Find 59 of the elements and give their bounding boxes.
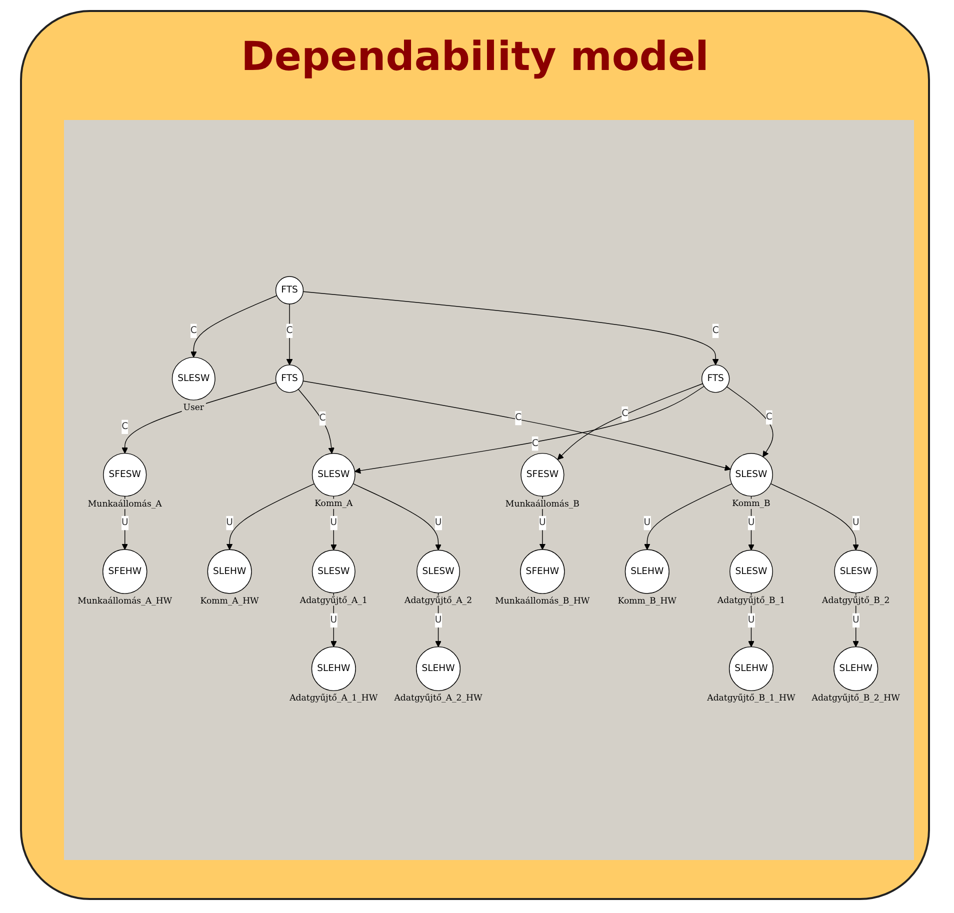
edge-label: U xyxy=(330,613,338,628)
node-label: SFESW xyxy=(526,468,559,482)
node-caption: User xyxy=(183,403,204,414)
node-caption: Munkaállomás_A_HW xyxy=(78,596,172,607)
node-label: SLEHW xyxy=(630,565,664,579)
edge-label: C xyxy=(286,324,293,338)
edge-label: U xyxy=(330,516,338,530)
node-label: SLEHW xyxy=(734,662,768,676)
edge-label: C xyxy=(532,436,538,450)
node-caption: Komm_A_HW xyxy=(200,596,259,606)
node-label: FTS xyxy=(281,372,298,386)
edge-label: U xyxy=(852,516,860,530)
node-caption: Adatgyűjtő_A_1 xyxy=(300,596,368,606)
edge-label: C xyxy=(319,411,326,426)
node-label: SLESW xyxy=(840,565,872,579)
edge-label: U xyxy=(121,516,128,530)
edge-label: U xyxy=(539,516,546,530)
node-caption: Adatgyűjtő_B_1_HW xyxy=(707,694,796,704)
node-caption: Adatgyűjtő_A_2_HW xyxy=(394,694,482,704)
edge-label: U xyxy=(852,613,860,628)
node-caption: Komm_A xyxy=(314,499,353,510)
edge-label: C xyxy=(622,406,628,420)
node-label: SLESW xyxy=(735,565,768,579)
node-caption: Adatgyűjtő_A_2 xyxy=(404,596,472,606)
node-caption: Adatgyűjtő_B_2_HW xyxy=(812,694,900,704)
node-label: FTS xyxy=(707,372,724,386)
node-label: SLEHW xyxy=(317,662,350,676)
edge-label: U xyxy=(748,516,755,530)
edge-label: U xyxy=(434,613,442,628)
edge-label: U xyxy=(434,516,442,530)
node-label: SFESW xyxy=(108,468,141,482)
node-caption: Adatgyűjtő_B_2 xyxy=(822,596,890,606)
edge-label: C xyxy=(122,420,128,434)
node-label: SFEHW xyxy=(108,565,142,579)
node-label: SLESW xyxy=(318,468,350,482)
title: Dependability model xyxy=(240,34,710,80)
edge-label: U xyxy=(748,613,755,628)
edge-label: U xyxy=(226,516,233,530)
node-caption: Komm_B xyxy=(732,499,770,510)
node-caption: Munkaállomás_B_HW xyxy=(495,596,590,607)
node-label: FTS xyxy=(281,284,298,298)
node-label: SFEHW xyxy=(526,565,560,579)
edge-label: C xyxy=(712,324,719,338)
node-caption: Komm_B_HW xyxy=(618,596,676,606)
node-caption: Munkaállomás_B xyxy=(505,499,580,510)
node-caption: Adatgyűjtő_A_1_HW xyxy=(290,694,378,704)
node-label: SLEHW xyxy=(839,662,872,676)
edge-label: C xyxy=(515,410,522,425)
node-label: SLESW xyxy=(178,372,210,386)
node-label: SLESW xyxy=(422,565,454,579)
node-label: SLEHW xyxy=(213,565,246,579)
edge-label: U xyxy=(644,516,651,530)
node-caption: Munkaállomás_A xyxy=(88,499,162,510)
edge-label: C xyxy=(190,324,197,338)
node-label: SLESW xyxy=(318,565,350,579)
edge-label: C xyxy=(766,410,772,424)
node-label: SLEHW xyxy=(422,662,455,676)
node-caption: Adatgyűjtő_B_1 xyxy=(717,596,786,606)
node-label: SLESW xyxy=(735,468,768,482)
